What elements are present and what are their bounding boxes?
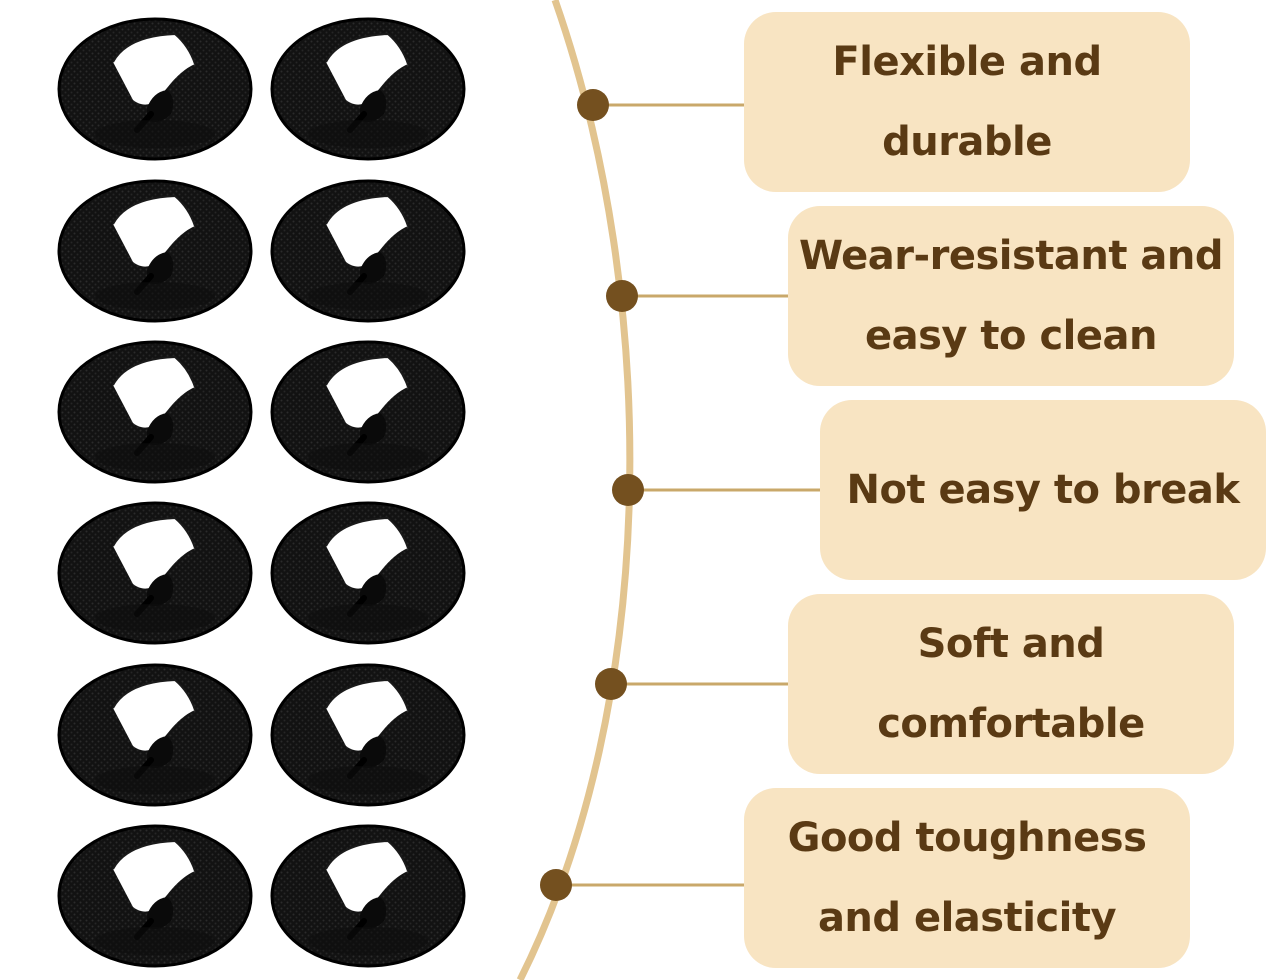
feature-2-line-2: easy to clean	[865, 313, 1157, 359]
product-ring-9	[55, 650, 255, 808]
product-ring-7	[55, 488, 255, 646]
feature-4-line-1: Soft and	[917, 621, 1105, 667]
feature-3-line-1: Not easy to break	[846, 467, 1240, 513]
feature-callout-1: Flexible and durable	[744, 12, 1190, 192]
feature-1-line-2: durable	[882, 119, 1052, 165]
product-ring-8	[268, 488, 468, 646]
feature-5-line-2: and elasticity	[817, 895, 1117, 941]
feature-callout-5: Good toughness and elasticity	[744, 788, 1190, 968]
product-ring-11	[55, 811, 255, 969]
product-ring-10	[268, 650, 468, 808]
feature-4-line-2: comfortable	[877, 701, 1145, 747]
feature-1-line-1: Flexible and	[832, 39, 1102, 85]
product-ring-1	[55, 4, 255, 162]
product-ring-6	[268, 327, 468, 485]
product-ring-2	[268, 4, 468, 162]
feature-callout-2: Wear-resistant and easy to clean	[788, 206, 1234, 386]
feature-2-line-1: Wear-resistant and	[798, 233, 1224, 279]
product-ring-4	[268, 166, 468, 324]
product-ring-5	[55, 327, 255, 485]
feature-callout-3: Not easy to break	[820, 400, 1266, 580]
feature-callout-4: Soft and comfortable	[788, 594, 1234, 774]
product-ring-12	[268, 811, 468, 969]
feature-5-line-1: Good toughness	[787, 815, 1147, 861]
timeline-curve	[516, 0, 634, 980]
product-ring-3	[55, 166, 255, 324]
